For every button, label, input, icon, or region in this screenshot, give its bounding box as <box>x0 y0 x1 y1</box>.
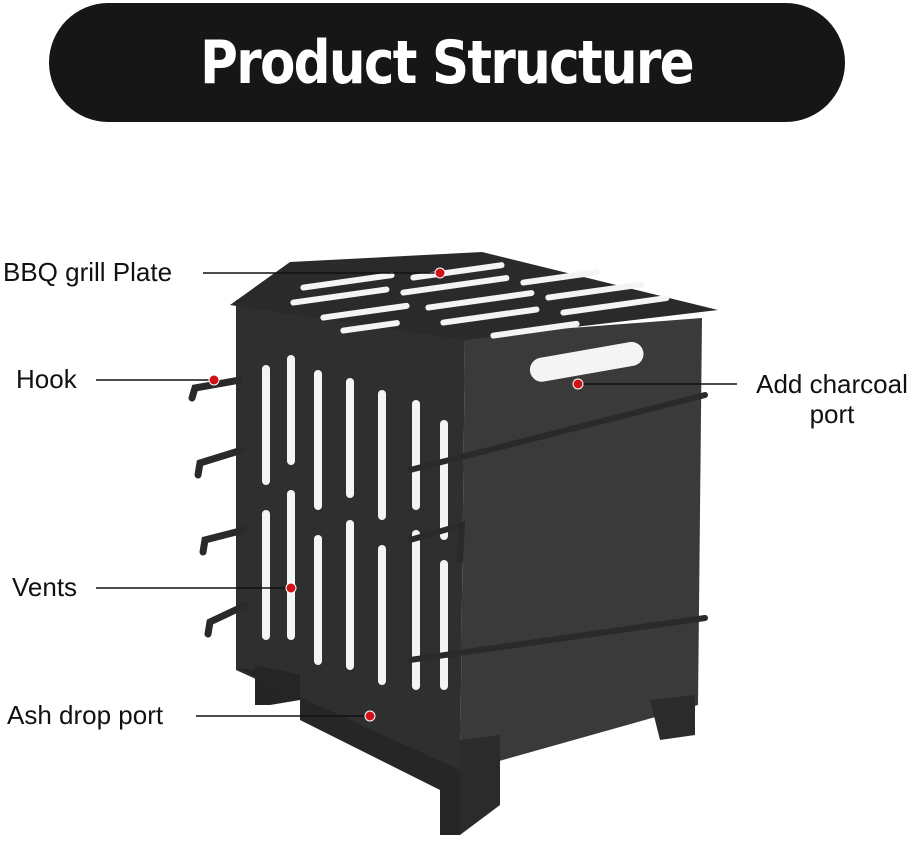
right-leg-back <box>650 695 695 740</box>
hooks <box>188 376 250 638</box>
leader-lines <box>96 272 737 717</box>
label-charcoal-port: Add charcoal port <box>746 369 918 429</box>
charcoal-port-slot <box>529 341 644 382</box>
title-banner: Product Structure <box>49 3 845 122</box>
marker-charcoal-port <box>572 378 584 390</box>
label-hook: Hook <box>16 364 77 394</box>
bottom-skirt <box>236 668 460 835</box>
right-leg-front <box>460 735 500 835</box>
label-charcoal-line2: port <box>809 399 855 429</box>
banner-title: Product Structure <box>200 27 696 98</box>
rails <box>407 392 708 663</box>
label-vents: Vents <box>12 572 78 602</box>
vent-slots <box>262 355 448 690</box>
label-ash-port: Ash drop port <box>7 700 164 730</box>
grill-slots <box>290 262 670 339</box>
marker-vents <box>285 582 297 594</box>
markers <box>208 267 584 722</box>
marker-hook <box>208 374 220 386</box>
stove-body <box>230 252 718 835</box>
marker-ash-port <box>364 710 376 722</box>
grill-plate <box>230 252 718 340</box>
label-charcoal-line1: Add charcoal <box>756 369 908 399</box>
right-panel <box>460 318 702 772</box>
marker-grill-plate <box>434 267 446 279</box>
label-grill-plate: BBQ grill Plate <box>3 257 173 287</box>
